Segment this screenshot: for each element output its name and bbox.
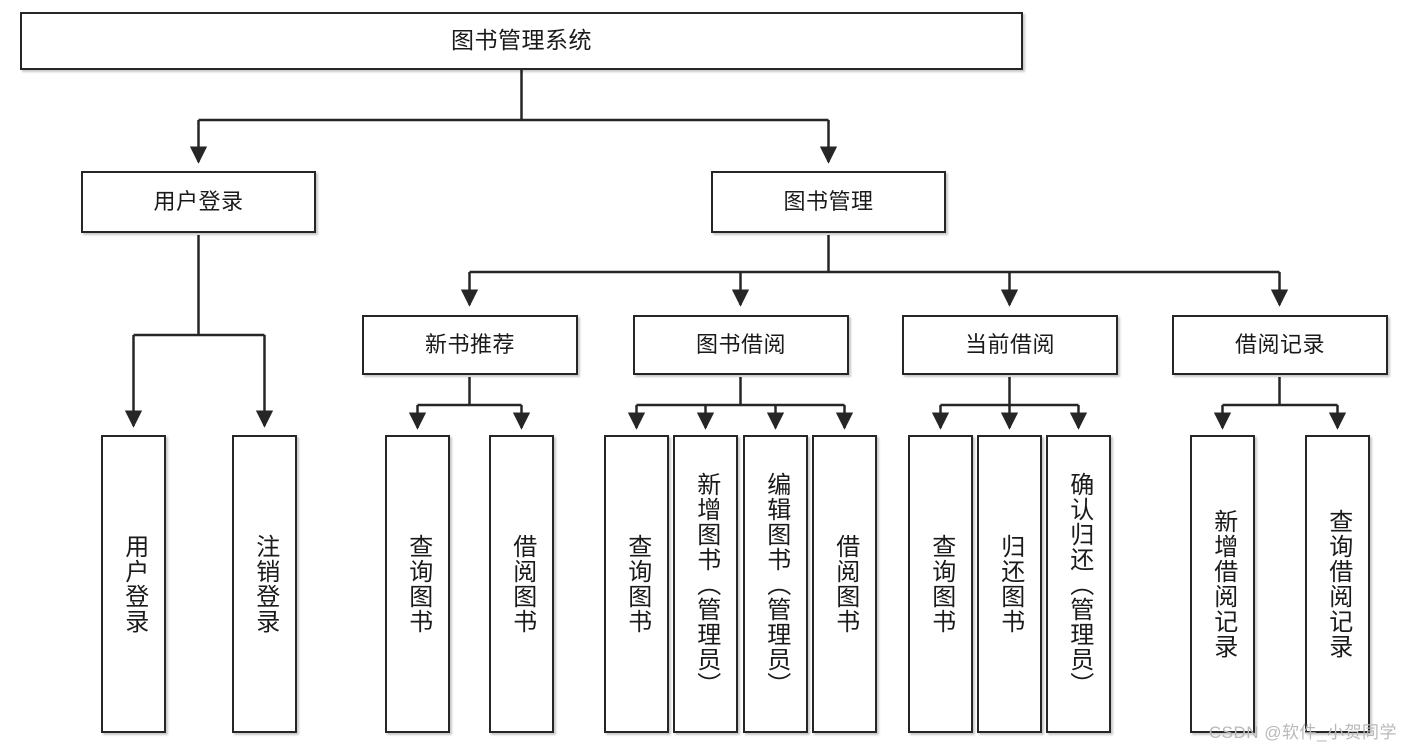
node-label: 归还图书 bbox=[996, 534, 1024, 634]
node-user-login[interactable]: 用户登录 bbox=[81, 171, 316, 233]
leaf-add-record[interactable]: 新增借阅记录 bbox=[1190, 435, 1255, 733]
leaf-logout[interactable]: 注销登录 bbox=[232, 435, 297, 733]
leaf-confirm-return[interactable]: 确认归还（管理员） bbox=[1046, 435, 1111, 733]
node-book-borrow[interactable]: 图书借阅 bbox=[633, 315, 849, 375]
node-label: 新增借阅记录 bbox=[1209, 509, 1237, 659]
leaf-return-book[interactable]: 归还图书 bbox=[977, 435, 1042, 733]
node-label: 查询借阅记录 bbox=[1324, 509, 1352, 659]
node-label: 新书推荐 bbox=[424, 332, 515, 358]
leaf-query-book-current[interactable]: 查询图书 bbox=[908, 435, 973, 733]
leaf-query-record[interactable]: 查询借阅记录 bbox=[1305, 435, 1370, 733]
node-label: 借阅图书 bbox=[508, 534, 536, 634]
node-book-manage[interactable]: 图书管理 bbox=[711, 171, 946, 233]
csdn-watermark: CSDN @软件_小贺同学 bbox=[1208, 723, 1397, 742]
leaf-add-book[interactable]: 新增图书（管理员） bbox=[673, 435, 738, 733]
node-label: 编辑图书（管理员） bbox=[762, 471, 790, 697]
leaf-borrow-book[interactable]: 借阅图书 bbox=[812, 435, 877, 733]
leaf-query-book-rec[interactable]: 查询图书 bbox=[385, 435, 450, 733]
node-label: 查询图书 bbox=[623, 534, 651, 634]
node-label: 用户登录 bbox=[153, 189, 244, 215]
leaf-query-book-borrow[interactable]: 查询图书 bbox=[604, 435, 669, 733]
node-borrow-record[interactable]: 借阅记录 bbox=[1172, 315, 1388, 375]
node-label: 图书管理系统 bbox=[451, 27, 592, 54]
node-label: 用户登录 bbox=[120, 534, 148, 634]
leaf-borrow-book-rec[interactable]: 借阅图书 bbox=[489, 435, 554, 733]
node-label: 借阅图书 bbox=[831, 534, 859, 634]
node-label: 查询图书 bbox=[404, 534, 432, 634]
node-current-borrow[interactable]: 当前借阅 bbox=[902, 315, 1118, 375]
node-label: 新增图书（管理员） bbox=[692, 471, 720, 697]
leaf-user-login[interactable]: 用户登录 bbox=[101, 435, 166, 733]
node-label: 注销登录 bbox=[251, 534, 279, 634]
node-root-system[interactable]: 图书管理系统 bbox=[20, 12, 1023, 70]
node-label: 查询图书 bbox=[927, 534, 955, 634]
node-new-book-rec[interactable]: 新书推荐 bbox=[362, 315, 578, 375]
leaf-edit-book[interactable]: 编辑图书（管理员） bbox=[743, 435, 808, 733]
node-label: 图书借阅 bbox=[695, 332, 786, 358]
node-label: 图书管理 bbox=[783, 189, 874, 215]
node-label: 确认归还（管理员） bbox=[1065, 471, 1093, 697]
node-label: 当前借阅 bbox=[964, 332, 1055, 358]
node-label: 借阅记录 bbox=[1234, 332, 1325, 358]
